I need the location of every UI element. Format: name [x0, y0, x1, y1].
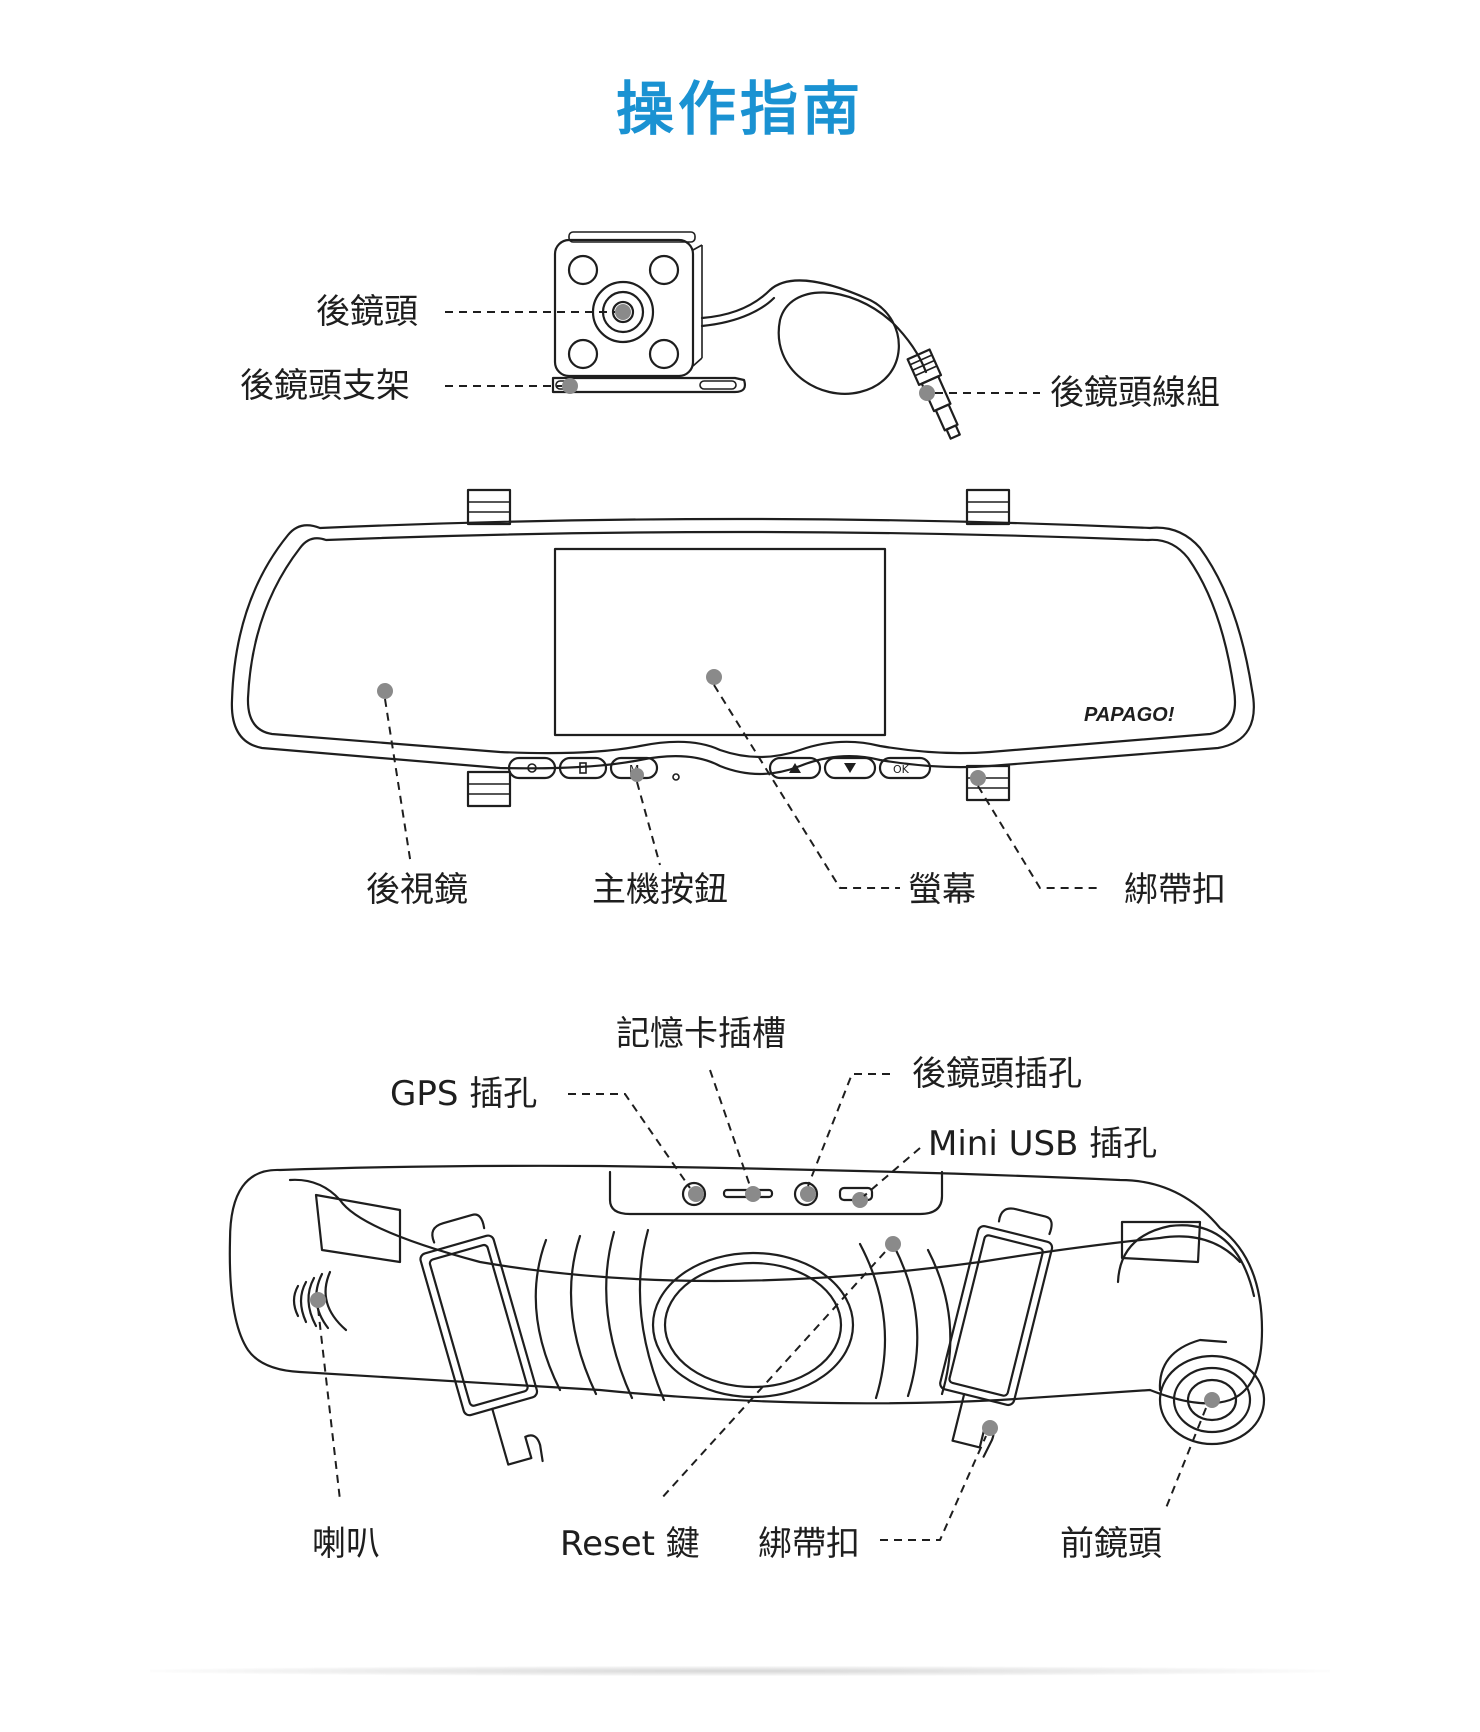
label-rear-bracket: 後鏡頭支架 [240, 366, 410, 406]
mirror-back-drawing [228, 1069, 1266, 1541]
rear-camera-drawing [445, 231, 1040, 440]
label-speaker: 喇叭 [312, 1524, 380, 1564]
label-reset-key: Reset 鍵 [560, 1524, 700, 1564]
label-mini-usb: Mini USB 插孔 [928, 1124, 1158, 1164]
brand-logo: PAPAGO! [1084, 704, 1175, 726]
label-strap-back: 綁帶扣 [758, 1524, 860, 1564]
button-ok-label: OK [893, 763, 910, 776]
label-gps-port: GPS 插孔 [390, 1074, 538, 1114]
mirror-front-drawing: PAPAGO! M OK [230, 488, 1255, 889]
label-rear-cam-port: 後鏡頭插孔 [912, 1054, 1082, 1094]
label-screen: 螢幕 [908, 870, 976, 910]
label-rear-cable: 後鏡頭線組 [1050, 373, 1220, 413]
page-title: 操作指南 [615, 75, 864, 143]
label-main-buttons: 主機按鈕 [592, 870, 728, 910]
label-rear-lens: 後鏡頭 [316, 292, 418, 332]
label-sd-slot: 記憶卡插槽 [616, 1014, 786, 1054]
label-front-lens: 前鏡頭 [1060, 1524, 1162, 1564]
bottom-divider-shadow [150, 1666, 1330, 1676]
label-strap-front: 綁帶扣 [1124, 870, 1226, 910]
label-mirror: 後視鏡 [366, 870, 468, 910]
